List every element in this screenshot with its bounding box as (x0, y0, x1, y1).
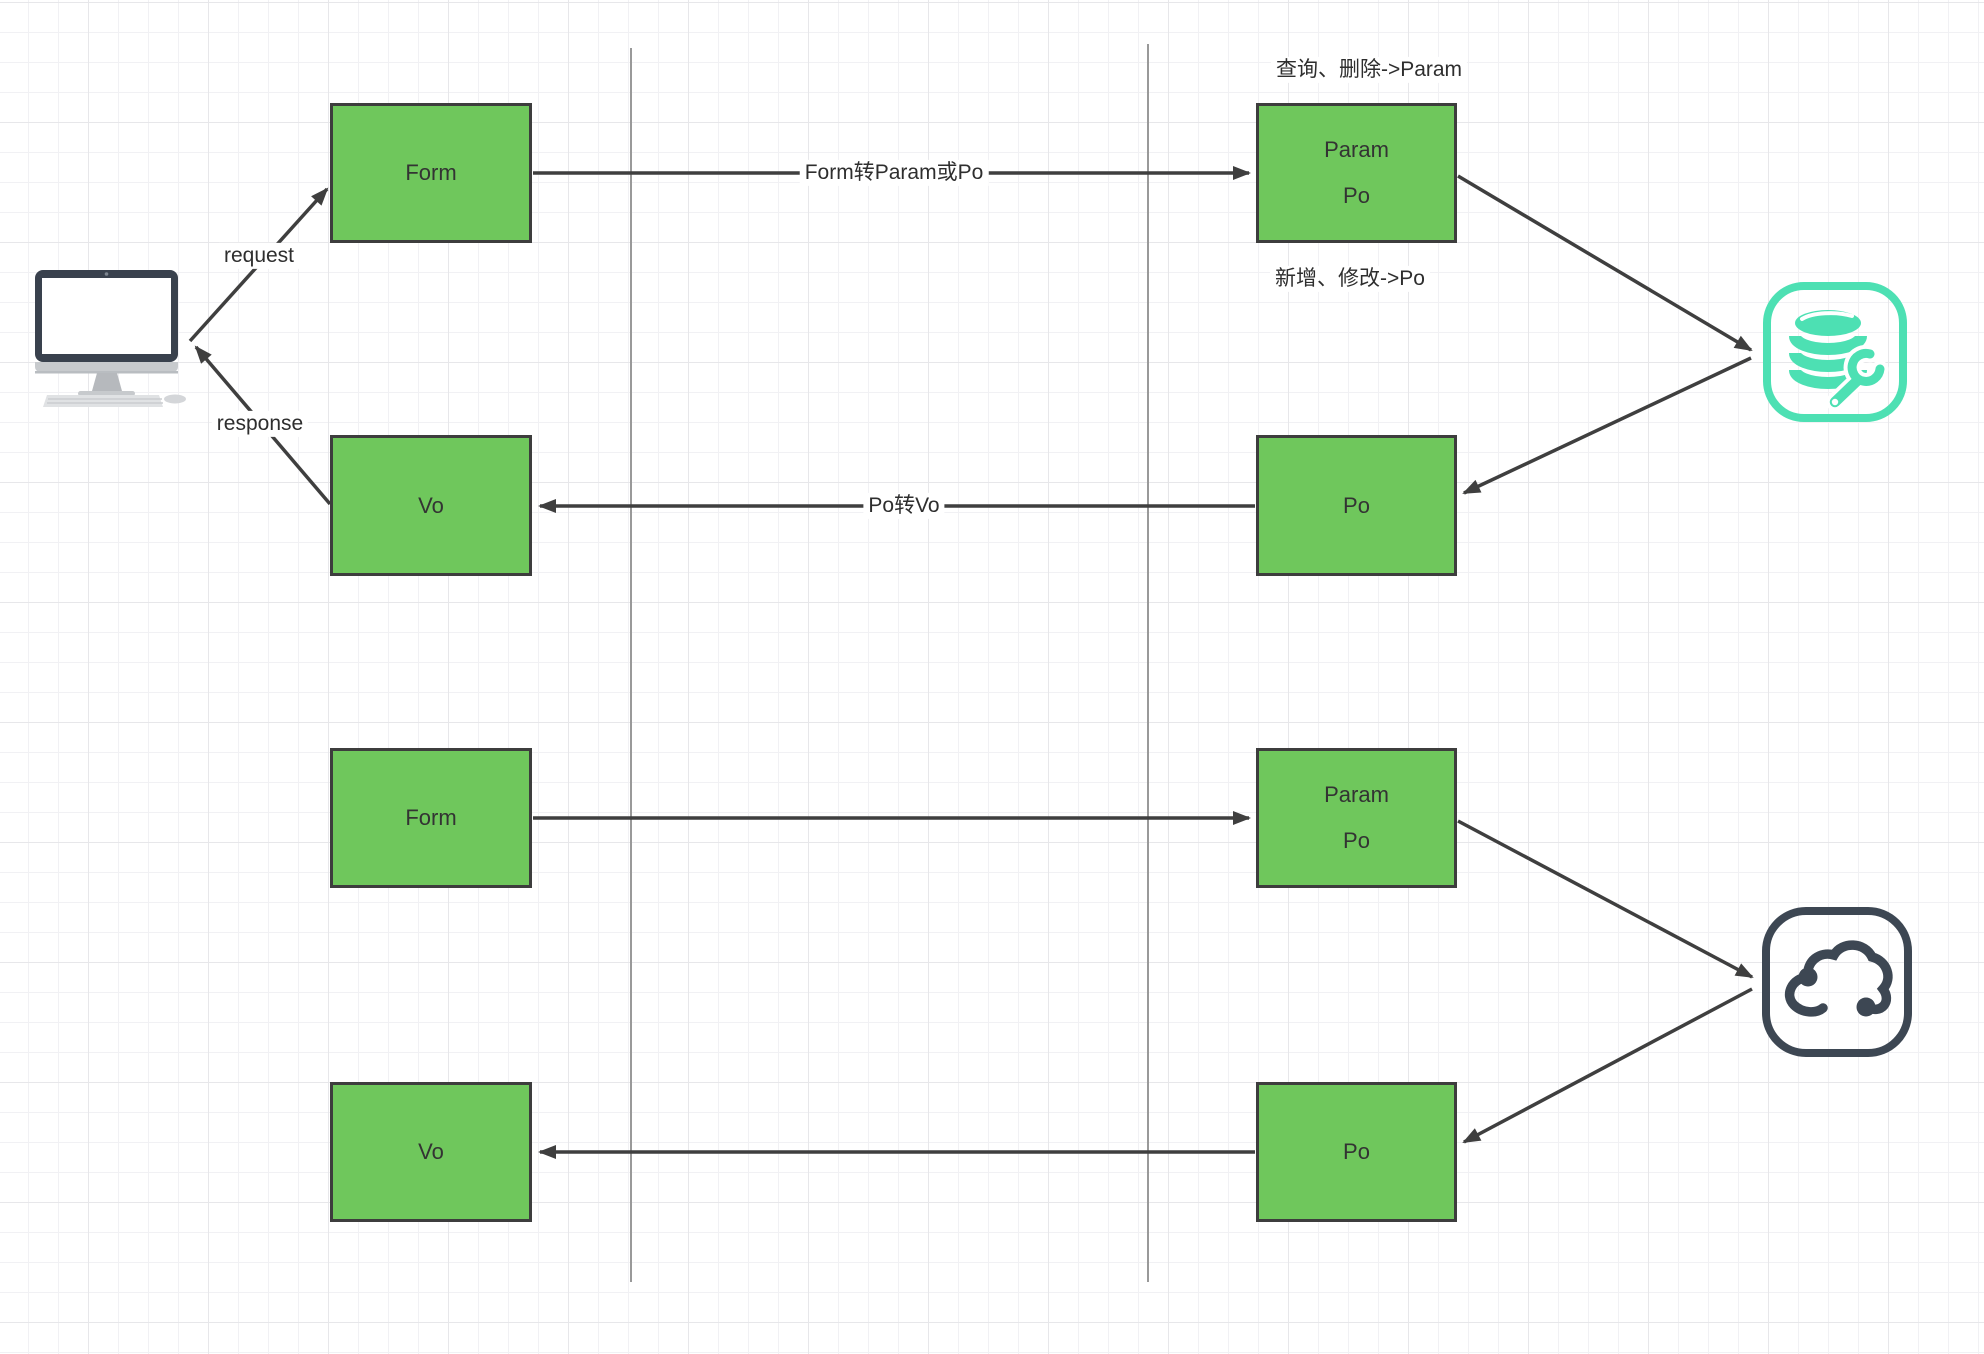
arrow-cloud-to-po[interactable] (1462, 987, 1753, 1144)
node-form-bottom[interactable]: Form (330, 748, 532, 888)
node-form-top[interactable]: Form (330, 103, 532, 243)
database-with-wrench-icon (1763, 282, 1907, 422)
cloud-service-node[interactable] (1761, 906, 1913, 1058)
arrow-param-to-cloud[interactable] (1457, 819, 1754, 979)
node-vo-top[interactable]: Vo (330, 435, 532, 576)
node-label: Po (1343, 492, 1370, 518)
node-label: Form (405, 160, 457, 185)
node-label: Param (1324, 781, 1389, 807)
node-label: Vo (418, 492, 444, 518)
label-request: request (218, 242, 300, 270)
node-param-po-bottom[interactable]: Param Po (1256, 748, 1457, 888)
arrow-param-to-database[interactable] (1457, 174, 1753, 352)
node-label: Po (1343, 183, 1370, 209)
node-vo-bottom[interactable]: Vo (330, 1082, 532, 1222)
node-param-po-top[interactable]: Param Po (1256, 103, 1457, 243)
database-node[interactable] (1762, 281, 1908, 423)
node-po-top[interactable]: Po (1256, 435, 1457, 576)
label-form-to-param: Form转Param或Po (799, 159, 989, 187)
label-query-delete-param: 查询、删除->Param (1270, 56, 1468, 84)
client-computer-icon[interactable] (28, 264, 194, 414)
label-response: response (211, 410, 309, 438)
label-po-to-vo: Po转Vo (863, 492, 945, 520)
computer-monitor-icon (35, 270, 186, 407)
node-label: Vo (418, 1139, 444, 1164)
node-label: Po (1343, 1139, 1370, 1164)
label-add-update-po: 新增、修改->Po (1270, 265, 1430, 293)
node-po-bottom[interactable]: Po (1256, 1082, 1457, 1222)
node-label: Param (1324, 136, 1389, 162)
node-label: Po (1343, 828, 1370, 854)
arrow-database-to-po[interactable] (1462, 356, 1752, 495)
cloud-service-icon (1762, 907, 1912, 1057)
node-label: Form (405, 805, 457, 830)
